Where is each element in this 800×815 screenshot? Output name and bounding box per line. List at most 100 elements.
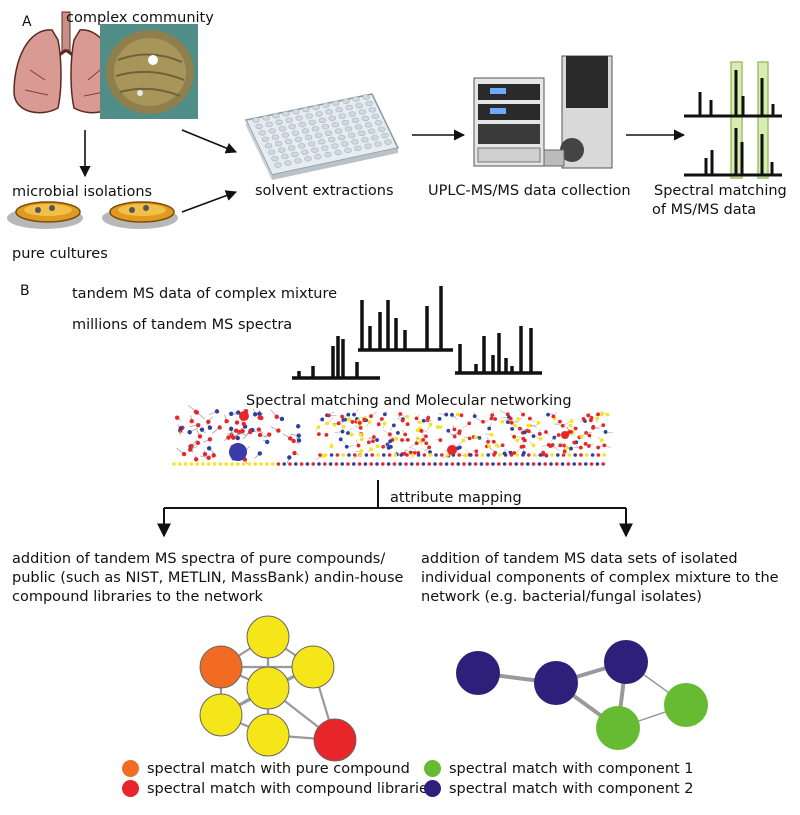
network-node bbox=[480, 453, 485, 457]
well bbox=[274, 140, 283, 147]
network-node bbox=[556, 433, 561, 437]
network-node bbox=[207, 437, 213, 442]
network-node bbox=[487, 426, 492, 431]
network-node bbox=[452, 427, 457, 432]
network-node bbox=[537, 462, 542, 466]
well bbox=[298, 143, 306, 149]
network-node bbox=[411, 453, 415, 457]
network-node bbox=[569, 446, 573, 451]
well bbox=[274, 162, 282, 168]
network-node bbox=[224, 418, 229, 424]
well bbox=[368, 128, 376, 134]
network-node bbox=[602, 453, 606, 457]
network-node bbox=[329, 453, 334, 457]
network-node bbox=[311, 462, 316, 466]
network-node bbox=[340, 462, 345, 466]
well bbox=[278, 125, 286, 132]
network-node bbox=[487, 444, 491, 449]
network-node bbox=[296, 433, 301, 438]
well bbox=[335, 107, 343, 113]
well bbox=[352, 96, 360, 102]
well bbox=[315, 111, 323, 117]
well bbox=[355, 102, 363, 109]
well bbox=[291, 151, 299, 158]
network-node bbox=[457, 429, 462, 434]
panel-b-letter: B bbox=[20, 283, 30, 299]
network-node bbox=[388, 432, 392, 437]
network-node bbox=[207, 462, 211, 466]
network-node bbox=[462, 462, 466, 466]
network-node bbox=[316, 432, 321, 437]
network-node bbox=[375, 462, 379, 466]
well bbox=[331, 143, 339, 149]
network-node bbox=[421, 418, 426, 423]
network-node bbox=[508, 416, 513, 421]
network-node bbox=[224, 462, 228, 466]
well bbox=[364, 143, 372, 149]
network-node bbox=[467, 421, 472, 426]
network-node bbox=[521, 453, 525, 457]
well bbox=[341, 141, 349, 147]
well bbox=[314, 153, 322, 160]
well bbox=[268, 128, 276, 134]
molecular-network-graphic bbox=[172, 404, 613, 466]
network-node bbox=[358, 453, 363, 457]
well bbox=[361, 115, 370, 122]
network-node bbox=[428, 450, 432, 454]
network-node bbox=[589, 418, 593, 423]
network-node bbox=[415, 462, 420, 466]
network-node bbox=[508, 462, 513, 466]
network-node bbox=[500, 420, 505, 424]
network-node bbox=[555, 462, 559, 466]
network-node bbox=[517, 426, 522, 431]
network-node bbox=[498, 453, 502, 457]
network-node bbox=[239, 411, 249, 421]
component-network bbox=[456, 640, 708, 750]
network-node bbox=[561, 453, 566, 457]
network-node bbox=[252, 412, 258, 417]
left-description-line-1: addition of tandem MS spectra of pure co… bbox=[12, 551, 386, 567]
network-node bbox=[543, 462, 547, 466]
network-node bbox=[267, 432, 272, 437]
network-node bbox=[414, 441, 419, 446]
well bbox=[371, 134, 379, 141]
network-node bbox=[212, 462, 217, 466]
well bbox=[294, 136, 303, 143]
well bbox=[358, 109, 366, 115]
network-node bbox=[512, 423, 517, 428]
network-node bbox=[486, 439, 490, 444]
legend-component-1: spectral match with component 1 bbox=[424, 760, 694, 777]
network-node bbox=[257, 411, 262, 417]
network-node bbox=[327, 413, 331, 418]
network-node bbox=[468, 462, 472, 466]
millions-spectra-label: millions of tandem MS spectra bbox=[72, 317, 293, 333]
network-node bbox=[376, 453, 380, 457]
network-node bbox=[386, 462, 391, 466]
network-node bbox=[347, 417, 352, 422]
network-node bbox=[188, 447, 193, 452]
network-node bbox=[206, 446, 212, 451]
network-node bbox=[596, 706, 640, 750]
network-node bbox=[408, 450, 413, 455]
network-node bbox=[369, 414, 373, 419]
network-node bbox=[437, 416, 442, 421]
network-node bbox=[521, 412, 525, 417]
network-node bbox=[583, 441, 588, 446]
network-node bbox=[599, 438, 604, 443]
well bbox=[308, 119, 316, 126]
network-node bbox=[325, 421, 330, 426]
network-node bbox=[534, 661, 578, 705]
network-node bbox=[318, 453, 322, 457]
legend-component-2: spectral match with component 2 bbox=[424, 780, 694, 797]
well bbox=[378, 126, 386, 132]
well bbox=[374, 120, 383, 126]
network-node bbox=[226, 435, 231, 440]
purple-dot-icon bbox=[424, 780, 441, 797]
network-node bbox=[509, 420, 514, 425]
left-description-line-2: public (such as NIST, METLIN, MassBank) … bbox=[12, 570, 404, 586]
network-node bbox=[391, 423, 396, 428]
network-node bbox=[236, 462, 240, 466]
well bbox=[365, 100, 373, 107]
network-node bbox=[340, 429, 345, 434]
well bbox=[301, 149, 309, 155]
